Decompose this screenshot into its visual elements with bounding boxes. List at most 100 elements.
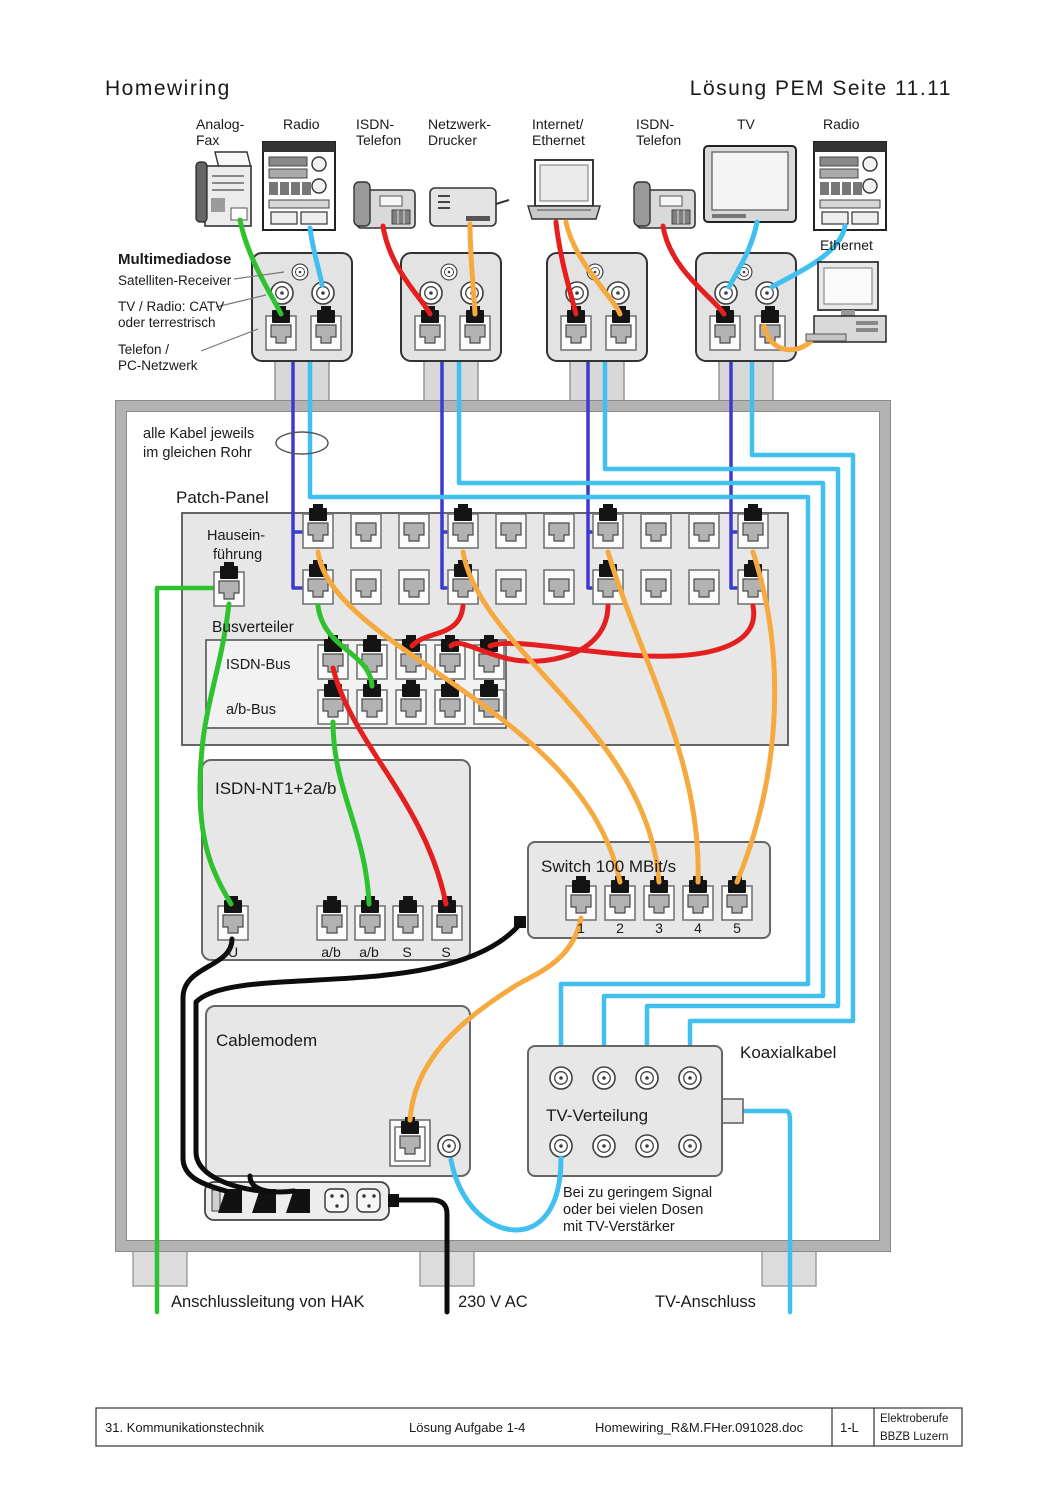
svg-text:5: 5 xyxy=(733,920,741,936)
hauseinfuehrung-2: führung xyxy=(213,547,262,563)
power-plug-1 xyxy=(218,1189,242,1213)
power-label: 230 V AC xyxy=(458,1293,528,1311)
cord-laptop-orange xyxy=(563,219,623,317)
label-isdn-telefon: ISDN- Telefon xyxy=(356,116,401,148)
multimedia-outlets xyxy=(251,252,797,362)
legend-catv-1: TV / Radio: CATV xyxy=(118,299,224,314)
page-reference: Lösung PEM Seite 11.11 xyxy=(690,77,952,100)
isdn-phone-icon xyxy=(353,181,416,229)
label-analog-fax: Analog- Fax xyxy=(196,116,248,148)
cord-switch1-to-cablemodem xyxy=(407,915,584,1123)
footer-filename: Homewiring_R&M.FHer.091028.doc xyxy=(595,1420,804,1435)
cord-patch10-to-switch4 xyxy=(605,549,701,885)
legend-satellite: Satelliten-Receiver xyxy=(118,273,232,288)
cord-patch4-to-switch3 xyxy=(460,549,662,885)
radio-device-icon xyxy=(262,141,336,231)
svg-text:2: 2 xyxy=(616,920,624,936)
page-title: Homewiring xyxy=(105,77,231,100)
ab-bus-label: a/b-Bus xyxy=(226,702,276,718)
outlet-1 xyxy=(251,252,353,362)
cord-printer xyxy=(467,221,478,317)
svg-text:3: 3 xyxy=(655,920,663,936)
power-cords xyxy=(180,921,523,1315)
power-plug-2 xyxy=(252,1189,276,1213)
cablemodem-box xyxy=(205,1005,471,1177)
outlet-3 xyxy=(546,252,648,362)
svg-text:1: 1 xyxy=(577,920,585,936)
label-internet-ethernet: Internet/ Ethernet xyxy=(532,116,587,148)
switch-port-labels: 1 2 3 4 5 xyxy=(577,920,741,936)
outlet-4 xyxy=(695,252,797,362)
coax-tvdist-to-cablemodem xyxy=(448,1155,564,1233)
legend-leader-lines xyxy=(200,271,285,352)
tv-anschluss-label: TV-Anschluss xyxy=(655,1293,756,1311)
laptop-device-icon xyxy=(527,159,601,220)
cord-radio-2 xyxy=(769,223,848,290)
legend-telefon-1: Telefon / xyxy=(118,342,169,357)
nt1-port-labels: U a/b a/b S S xyxy=(228,944,451,960)
tv-distribution-box xyxy=(527,1045,744,1177)
outlet-legend-title: Multimediadose xyxy=(118,251,231,268)
isdn-phone-2-icon xyxy=(633,181,696,229)
nt1-title: ISDN-NT1+2a/b xyxy=(215,779,336,798)
cord-hak-to-nt1-u xyxy=(197,601,234,907)
same-conduit-ellipse xyxy=(275,431,329,455)
legend-catv-2: oder terrestrisch xyxy=(118,315,216,330)
tv-dist-title: TV-Verteilung xyxy=(546,1106,648,1125)
svg-text:a/b: a/b xyxy=(321,944,341,960)
footer-org-1: Elektroberufe xyxy=(880,1413,948,1425)
cord-patch1-to-switch2 xyxy=(315,549,623,885)
tv-drop-line xyxy=(739,1108,793,1315)
rohr-note-1: alle Kabel jeweils xyxy=(143,426,254,442)
cord-isdn-bus-to-nt1-s xyxy=(330,665,449,907)
label-tv: TV xyxy=(737,116,756,132)
legend-telefon-2: PC-Netzwerk xyxy=(118,358,198,373)
patch-cords xyxy=(197,549,778,1233)
ethernet-pc-icon xyxy=(805,261,887,343)
switch-title: Switch 100 MBit/s xyxy=(541,857,676,876)
free-socket-1 xyxy=(324,1188,349,1213)
free-socket-2 xyxy=(356,1188,381,1213)
patch-panel-title: Patch-Panel xyxy=(176,488,269,507)
cord-isdn-phone xyxy=(380,223,433,317)
svg-text:U: U xyxy=(228,944,238,960)
power-plug-3 xyxy=(286,1189,310,1213)
device-cords xyxy=(237,217,848,353)
cord-patch4-to-isdn-bus3 xyxy=(409,603,466,649)
outlet-2 xyxy=(400,252,502,362)
label-isdn-telefon-2: ISDN- Telefon xyxy=(636,116,681,148)
label-radio: Radio xyxy=(283,116,320,132)
cabinet-feet xyxy=(132,1247,817,1287)
cord-patch10-to-isdn-bus5 xyxy=(487,603,757,659)
in-wall-coax-cables xyxy=(307,349,856,1071)
footer-code: 1-L xyxy=(840,1420,859,1435)
footer-subject: 31. Kommunikationstechnik xyxy=(105,1420,264,1435)
footer-org-2: BBZB Luzern xyxy=(880,1431,948,1443)
cord-patch7-to-isdn-bus4 xyxy=(448,603,611,664)
tv-note-1: Bei zu geringem Signal xyxy=(563,1185,712,1201)
footer-table: 31. Kommunikationstechnik Lösung Aufgabe… xyxy=(95,1407,963,1447)
label-netzwerk-drucker: Netzwerk- Drucker xyxy=(428,116,495,148)
svg-text:a/b: a/b xyxy=(359,944,379,960)
cord-radio xyxy=(307,225,325,288)
svg-text:S: S xyxy=(402,944,411,960)
fax-device-icon xyxy=(195,151,252,227)
svg-text:S: S xyxy=(441,944,450,960)
cord-isdn-phone-2 xyxy=(660,223,727,317)
busverteiler-title: Busverteiler xyxy=(212,619,294,636)
cord-tv xyxy=(726,219,760,290)
isdn-bus-label: ISDN-Bus xyxy=(226,657,290,673)
printer-device-icon xyxy=(429,187,510,227)
rohr-note-2: im gleichen Rohr xyxy=(143,445,252,461)
cablemodem-title: Cablemodem xyxy=(216,1031,317,1050)
radio-2-device-icon xyxy=(813,141,887,231)
label-radio-2: Radio xyxy=(823,116,860,132)
cord-laptop-red xyxy=(553,219,579,317)
ethernet-label: Ethernet xyxy=(820,237,873,253)
svg-text:4: 4 xyxy=(694,920,702,936)
cord-ab-bus-to-nt1 xyxy=(330,719,372,907)
tv-note-3: mit TV-Verstärker xyxy=(563,1219,675,1235)
hak-feed-line xyxy=(154,585,219,1315)
